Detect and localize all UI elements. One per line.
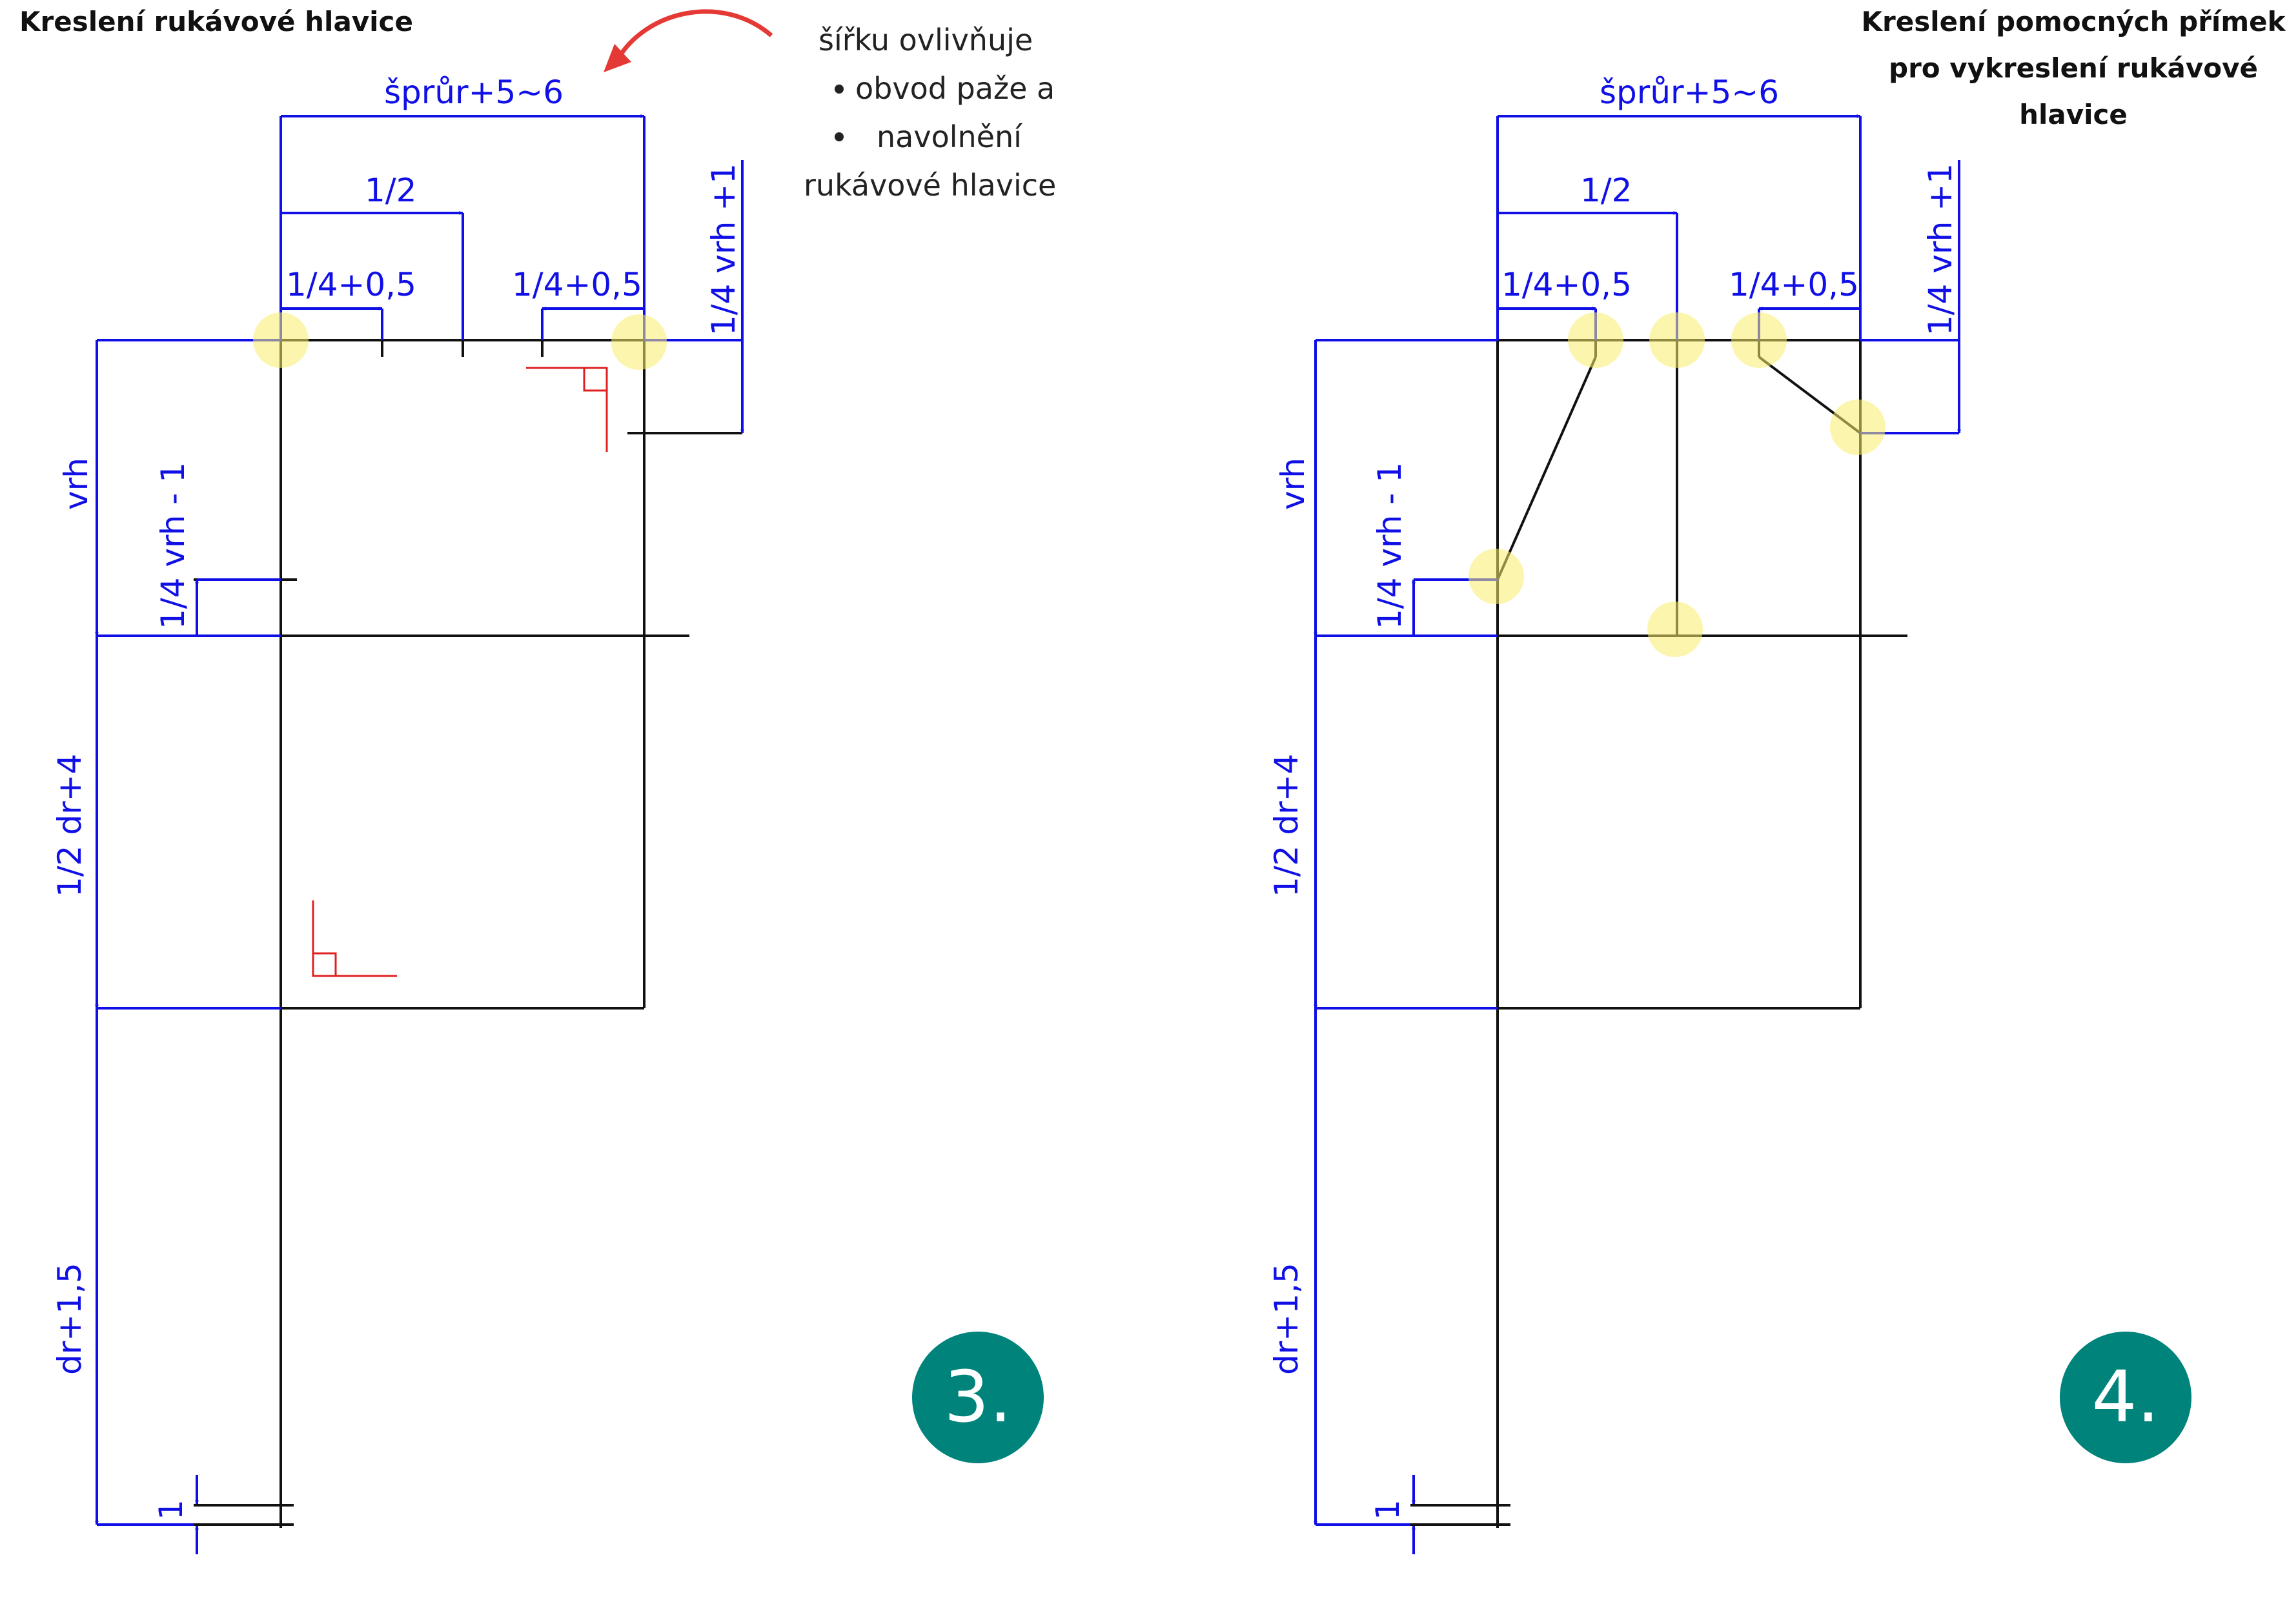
highlight-point <box>253 312 309 368</box>
label-quarter-vrh-minus: 1/4 vrh - 1 <box>154 462 192 629</box>
label-quarter-vrh-minus: 1/4 vrh - 1 <box>1371 462 1408 629</box>
label-quarter-vrh-plus: 1/4 vrh +1 <box>705 163 742 336</box>
label-dr: dr+1,5 <box>51 1263 88 1375</box>
panel-3: Kreslení rukávové hlavice šířku ovlivňuj… <box>19 6 1056 1554</box>
highlight-point <box>611 314 667 370</box>
highlight-point <box>1731 312 1787 368</box>
step-badge <box>912 1332 1044 1463</box>
note-line-4: rukávové hlavice <box>804 168 1056 203</box>
bullet-icon <box>835 85 844 94</box>
panel-4-title-line-2: pro vykreslení rukávové <box>1889 52 2258 84</box>
label-quarter-right: 1/4+0,5 <box>512 266 642 303</box>
dimension-lines <box>95 114 744 1554</box>
label-quarter-left: 1/4+0,5 <box>286 266 416 303</box>
construction-lines <box>1316 339 1959 1528</box>
right-angle-marker <box>526 367 608 452</box>
label-quarter-right: 1/4+0,5 <box>1729 266 1859 303</box>
bullet-icon <box>835 132 844 141</box>
construction-lines <box>97 339 742 1528</box>
note-bullet-1: obvod paže a <box>855 71 1055 106</box>
label-vrh: vrh <box>57 458 95 510</box>
label-width-top: šprůr+5~6 <box>384 74 564 111</box>
panel-4-title-line-3: hlavice <box>2019 99 2128 130</box>
right-angle-marker <box>312 900 397 977</box>
step-badge-number: 4. <box>2092 1355 2160 1438</box>
panel-3-title: Kreslení rukávové hlavice <box>19 6 413 37</box>
highlight-point <box>1649 312 1705 368</box>
step-badge-number: 3. <box>944 1355 1012 1438</box>
highlight-point <box>1469 549 1524 604</box>
label-one: 1 <box>1369 1499 1407 1520</box>
label-quarter-left: 1/4+0,5 <box>1501 266 1632 303</box>
label-quarter-vrh-plus: 1/4 vrh +1 <box>1922 163 1959 336</box>
label-half-dr: 1/2 dr+4 <box>1268 754 1305 897</box>
note-bullet-2: navolnění <box>877 119 1022 154</box>
curved-arrow-icon <box>614 9 773 63</box>
label-width-top: šprůr+5~6 <box>1600 74 1779 111</box>
highlight-point <box>1830 400 1886 455</box>
note-line-1: šířku ovlivňuje <box>818 23 1033 57</box>
label-half: 1/2 <box>1580 172 1632 209</box>
label-half-dr: 1/2 dr+4 <box>51 754 88 897</box>
label-dr: dr+1,5 <box>1268 1263 1305 1375</box>
label-half: 1/2 <box>365 172 416 209</box>
label-one: 1 <box>152 1499 190 1520</box>
dimension-lines <box>1314 114 1961 1554</box>
panel-4-title-line-1: Kreslení pomocných přímek <box>1861 6 2286 37</box>
highlight-point <box>1647 602 1703 657</box>
panel-4: Kreslení pomocných přímek pro vykreslení… <box>1268 6 2286 1554</box>
highlight-point <box>1568 312 1623 368</box>
step-badge <box>2060 1332 2191 1463</box>
label-vrh: vrh <box>1274 458 1312 510</box>
